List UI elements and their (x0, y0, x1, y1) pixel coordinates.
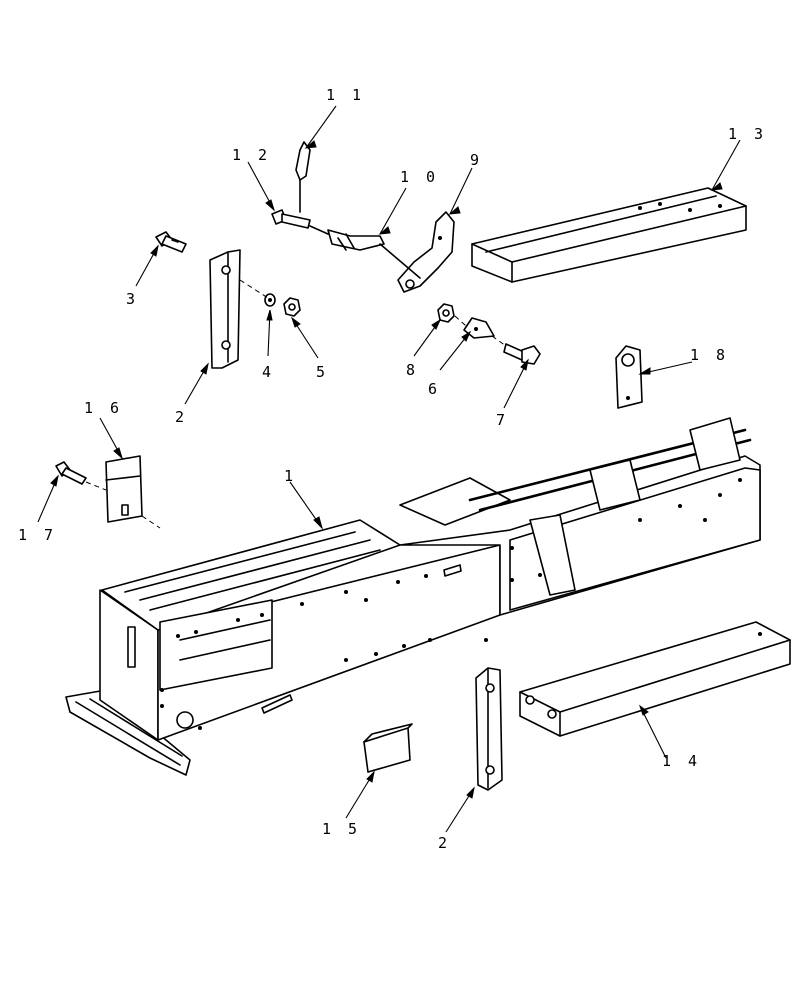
part-18-plate (615, 345, 643, 409)
callout-13: 1 3 (728, 125, 767, 143)
callout-18: 1 8 (690, 346, 729, 364)
callout-8: 8 (406, 361, 419, 379)
part-7-bolt (503, 343, 541, 365)
callout-labels: 1 2 2 3 4 5 6 7 8 9 1 0 1 1 1 2 1 3 1 4 … (18, 86, 767, 852)
part-9-latch-bracket (397, 211, 455, 293)
part-10-latch (327, 229, 385, 251)
callout-4: 4 (262, 363, 275, 381)
callout-16: 1 6 (84, 399, 123, 417)
callout-6: 6 (428, 380, 441, 398)
part-8-nut (437, 303, 455, 323)
part-13-channel (471, 187, 747, 283)
part-4-washer (264, 293, 276, 307)
part-11-pin-clip (295, 141, 311, 213)
callout-11: 1 1 (326, 86, 365, 104)
part-15-plate (363, 723, 413, 773)
callout-7: 7 (496, 411, 509, 429)
part-2-bracket-lower (475, 667, 503, 791)
part-17-bolt (55, 461, 87, 485)
part-14-channel (519, 621, 791, 737)
callout-15: 1 5 (322, 820, 361, 838)
callout-1: 1 (284, 467, 297, 485)
callout-9: 9 (470, 151, 483, 169)
callout-14: 1 4 (662, 752, 701, 770)
callout-2-upper: 2 (175, 408, 188, 426)
callout-10: 1 0 (400, 168, 439, 186)
callout-5: 5 (316, 363, 329, 381)
callout-12: 1 2 (232, 146, 271, 164)
callout-3: 3 (126, 290, 139, 308)
part-3-bolt (155, 231, 187, 253)
frame-holes (160, 478, 742, 730)
part-main-frame (65, 417, 761, 776)
part-6-plate (463, 317, 495, 339)
callout-17: 1 7 (18, 526, 57, 544)
callout-2-lower: 2 (438, 834, 451, 852)
part-12-clevis-pin (271, 209, 311, 229)
part-5-nut (283, 297, 301, 317)
leader-arrowheads (50, 140, 723, 799)
part-16-plate (105, 455, 143, 523)
part-2-bracket-upper (209, 249, 241, 369)
